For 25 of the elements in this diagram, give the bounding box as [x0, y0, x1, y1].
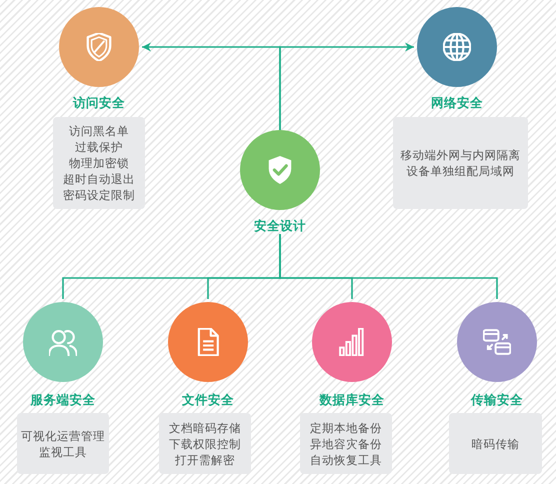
list-item: 定期本地备份 [310, 420, 382, 436]
category-title: 传输安全 [471, 392, 523, 408]
list-item: 密码设定限制 [63, 187, 135, 203]
category-title: 访问安全 [73, 95, 125, 111]
category-title: 服务端安全 [30, 392, 96, 408]
list-item: 下载权限控制 [169, 436, 241, 452]
list-item: 文档暗码存储 [169, 420, 241, 436]
list-item: 超时自动退出 [63, 171, 135, 187]
arrow [279, 42, 414, 130]
list-item: 自动恢复工具 [310, 452, 382, 468]
list-item: 访问黑名单 [69, 123, 129, 139]
list-item: 过载保护 [75, 139, 123, 155]
category-title: 网络安全 [431, 95, 483, 111]
list-item: 打开需解密 [175, 452, 235, 468]
list-item: 异地容灾备份 [310, 436, 382, 452]
list-item: 移动端外网与内网隔离 [400, 147, 520, 163]
category-title: 数据库安全 [320, 392, 384, 408]
list-item: 设备单独组配局域网 [406, 163, 514, 179]
list-item: 暗码传输 [472, 436, 520, 452]
list-item: 监视工具 [39, 444, 87, 460]
category-title: 文件安全 [182, 392, 234, 408]
connector-line [279, 234, 498, 299]
list-item: 可视化运营管理 [21, 428, 105, 444]
category-title: 安全设计 [254, 218, 306, 234]
list-item: 物理加密锁 [69, 155, 129, 171]
